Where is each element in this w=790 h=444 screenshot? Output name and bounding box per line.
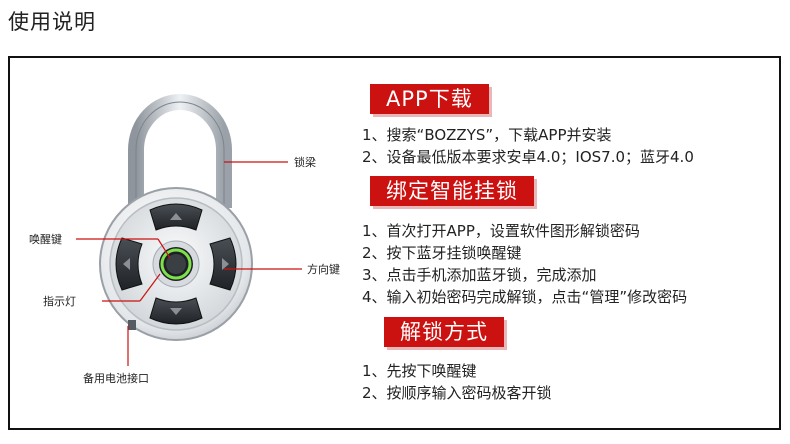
callout-wake-key: 唤醒键 [29,233,62,246]
page-title: 使用说明 [8,10,96,34]
padlock-illustration [76,94,302,366]
callout-lines [76,161,302,366]
step-bind-1: 1、首次打开APP，设置软件图形解锁密码 [362,222,640,240]
step-app-2: 2、设备最低版本要求安卓4.0；IOS7.0；蓝牙4.0 [362,148,694,166]
step-bind-4: 4、输入初始密码完成解锁，点击“管理”修改密码 [362,288,688,306]
callout-direction-key: 方向键 [307,263,340,276]
step-bind-2: 2、按下蓝牙挂锁唤醒键 [362,244,522,262]
backup-port [128,320,136,330]
instruction-panel: 锁梁 唤醒键 方向键 指示灯 备用电池接口 APP下载 1、搜索“BOZZYS”… [8,56,781,430]
step-unlock-2: 2、按顺序输入密码极客开锁 [362,384,552,402]
indicator-ring [160,248,192,280]
callout-indicator: 指示灯 [43,295,76,308]
wake-button [152,240,200,288]
callout-backup-port: 备用电池接口 [83,372,149,385]
step-bind-3: 3、点击手机添加蓝牙锁，完成添加 [362,266,597,284]
step-app-1: 1、搜索“BOZZYS”，下载APP并安装 [362,126,612,144]
section-title-app-download: APP下载 [370,84,489,114]
section-title-unlock-method: 解锁方式 [384,317,504,347]
direction-keys [115,203,237,325]
section-title-bind-lock: 绑定智能挂锁 [370,176,534,206]
step-unlock-1: 1、先按下唤醒键 [362,362,477,380]
callout-shackle: 锁梁 [294,156,316,169]
shackle [128,94,232,208]
